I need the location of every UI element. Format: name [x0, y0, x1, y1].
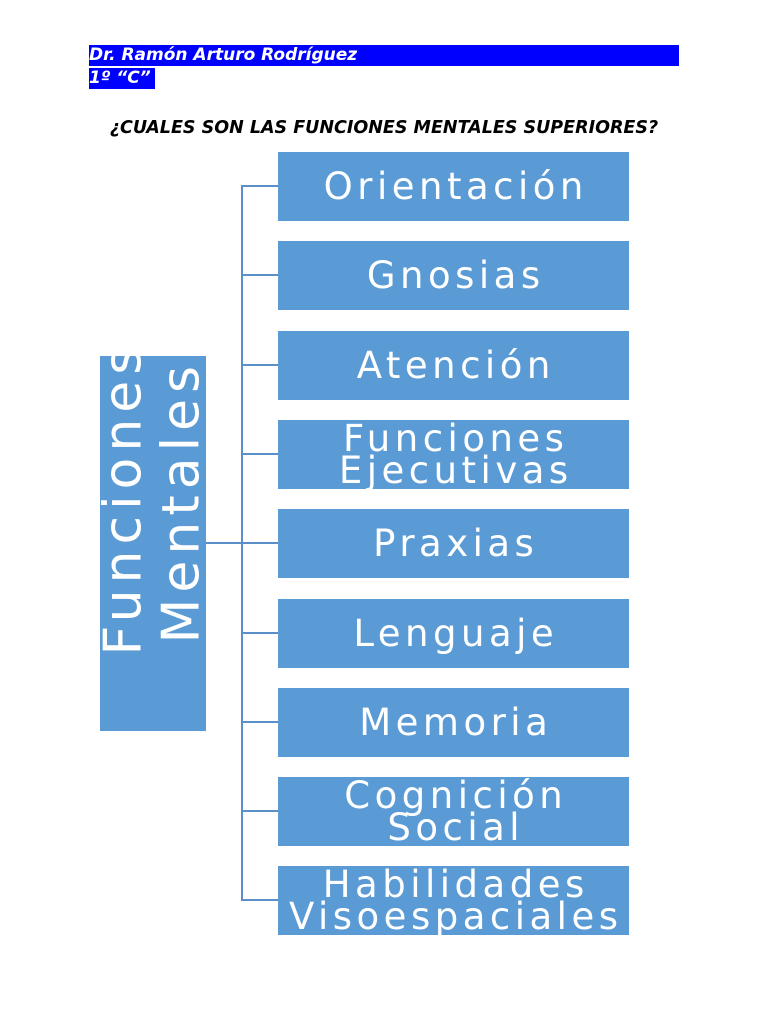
connector-branch [242, 364, 278, 366]
root-label-line-1: Funciones [100, 356, 153, 655]
root-label: Funciones Mentales [100, 356, 206, 731]
branch-label: Gnosias [366, 253, 545, 297]
root-label-line-2: Mentales [151, 359, 206, 643]
connector-branch [242, 185, 278, 187]
branch-box-habilidades-visoespaciales: Habilidades Visoespaciales [278, 866, 629, 935]
branch-box-gnosias: Gnosias [278, 241, 629, 310]
branch-label-line-1: Funciones [343, 416, 569, 460]
connector-branch [242, 810, 278, 812]
branch-box-atencion: Atención [278, 331, 629, 400]
connector-branch [242, 899, 278, 901]
branch-label-line-1: Habilidades [322, 862, 589, 906]
connector-branch [242, 274, 278, 276]
connector-root [206, 542, 242, 544]
branch-label: Memoria [359, 700, 553, 744]
branch-box-orientacion: Orientación [278, 152, 629, 221]
branch-box-praxias: Praxias [278, 509, 629, 578]
connector-branch [242, 542, 278, 544]
branch-label: Orientación [323, 164, 588, 208]
connector-branch [242, 632, 278, 634]
branch-box-cognicion-social: Cognición Social [278, 777, 629, 846]
root-node: Funciones Mentales [100, 356, 206, 731]
author-name: Dr. Ramón Arturo Rodríguez [89, 45, 679, 66]
branch-box-memoria: Memoria [278, 688, 629, 757]
branch-label-line-1: Cognición [344, 773, 568, 817]
branch-label: Praxias [373, 521, 539, 565]
branch-label: Lenguaje [353, 611, 559, 655]
group-label: 1º “C” [89, 68, 155, 89]
connector-branch [242, 453, 278, 455]
branch-label-line-2: Ejecutivas [338, 448, 573, 492]
connector-branch [242, 721, 278, 723]
branch-label: Atención [356, 343, 555, 387]
branch-box-funciones-ejecutivas: Funciones Ejecutivas [278, 420, 629, 489]
branch-label-line-2: Visoespaciales [288, 894, 623, 938]
branch-box-lenguaje: Lenguaje [278, 599, 629, 668]
branch-label-line-2: Social [387, 805, 525, 849]
page-title: ¿CUALES SON LAS FUNCIONES MENTALES SUPER… [109, 118, 659, 138]
